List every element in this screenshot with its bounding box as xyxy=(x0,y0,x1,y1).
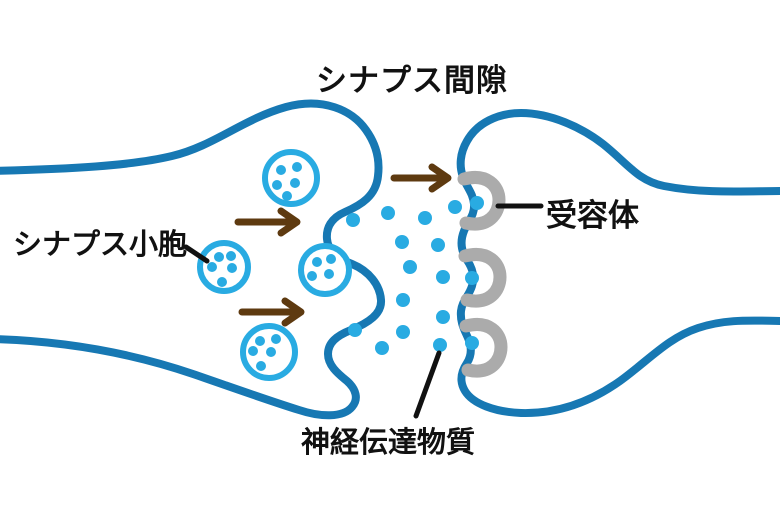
release-arrow-head xyxy=(277,207,301,237)
synaptic-vesicle-label: シナプス小胞 xyxy=(13,228,187,261)
postsynaptic-terminal-outline xyxy=(456,109,780,418)
neurotransmitter-dot xyxy=(448,200,462,214)
vesicle-dot xyxy=(307,271,317,281)
neurotransmitter-dot xyxy=(346,213,360,227)
release-arrow-head xyxy=(428,163,452,193)
vesicle-dot xyxy=(324,269,334,279)
neurotransmitter-dot xyxy=(375,341,389,355)
neurotransmitter-dots-layer xyxy=(346,196,484,355)
neurotransmitter-dot xyxy=(465,271,479,285)
neurotransmitter-dot xyxy=(348,323,362,337)
vesicle-dot xyxy=(266,347,276,357)
receptors-layer xyxy=(457,171,508,378)
neurotransmitter-dot xyxy=(465,336,479,350)
vesicle-dot xyxy=(326,254,336,264)
neurotransmitter-label: 神経伝達物質 xyxy=(301,425,475,459)
receptor-label: 受容体 xyxy=(546,198,639,233)
receptor xyxy=(457,171,506,231)
vesicle-dot xyxy=(290,178,300,188)
synaptic-vesicle-leader-line xyxy=(183,244,210,264)
release-arrows-layer xyxy=(234,163,452,327)
synaptic-vesicle xyxy=(262,149,320,207)
vesicle-dot xyxy=(292,162,302,172)
synaptic-vesicle xyxy=(197,240,251,294)
synaptic-vesicles-layer xyxy=(197,149,352,381)
neurotransmitter-dot xyxy=(418,211,432,225)
vesicle-dot xyxy=(255,336,265,346)
synaptic-cleft-label: シナプス間隙 xyxy=(316,63,508,98)
neurotransmitter-dot xyxy=(436,270,450,284)
neurotransmitter-dot xyxy=(436,310,450,324)
vesicle-dot xyxy=(217,277,227,287)
vesicle-dot xyxy=(271,334,281,344)
vesicle-dot xyxy=(276,165,286,175)
vesicle-dot xyxy=(312,257,322,267)
vesicle-dot xyxy=(272,180,282,190)
vesicle-dot xyxy=(214,252,224,262)
neurotransmitter-dot xyxy=(431,238,445,252)
vesicle-dot xyxy=(282,191,292,201)
release-arrow-head xyxy=(281,297,305,327)
neurotransmitter-leader-line xyxy=(413,350,442,419)
receptor xyxy=(458,248,507,308)
neurotransmitter-dot xyxy=(470,196,484,210)
neurotransmitter-dot xyxy=(396,325,410,339)
neurotransmitter-dot xyxy=(433,338,447,352)
neurotransmitter-dot xyxy=(381,206,395,220)
neurotransmitter-dot xyxy=(396,293,410,307)
presynaptic-terminal-outline xyxy=(0,99,385,420)
vesicle-dot xyxy=(227,263,237,273)
vesicle-dot xyxy=(256,361,266,371)
vesicle-dot xyxy=(248,346,258,356)
neurotransmitter-dot xyxy=(403,260,417,274)
vesicle-dot xyxy=(207,262,217,272)
vesicle-dot xyxy=(226,251,236,261)
receptor xyxy=(459,318,508,378)
synaptic-vesicle xyxy=(298,243,352,297)
neurotransmitter-dot xyxy=(395,235,409,249)
